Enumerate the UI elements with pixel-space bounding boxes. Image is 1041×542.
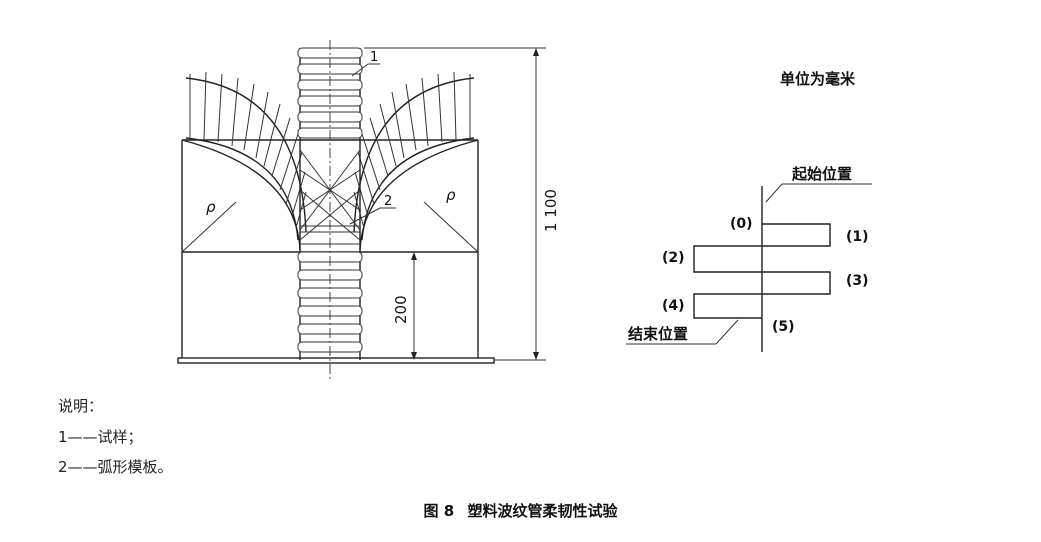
position-4: (4) [662, 298, 685, 314]
rho-left: ρ [206, 198, 216, 216]
label-item-1: 1 [370, 50, 378, 65]
position-1: (1) [846, 229, 869, 245]
units-note: 单位为毫米 [780, 70, 856, 88]
position-0: (0) [730, 216, 753, 232]
position-2: (2) [662, 250, 685, 266]
figure-title: 塑料波纹管柔韧性试验 [467, 502, 618, 520]
pipe-right-arm [353, 71, 475, 241]
pipe-left-arm [185, 71, 307, 241]
start-position-label: 起始位置 [791, 165, 852, 183]
base-plate [177, 357, 495, 364]
positions-diagram: 起始位置 结束位置 (0) (1) (2) (3) (4) (5) [626, 165, 872, 352]
vertical-specimen [297, 40, 363, 382]
figure-caption: 图 8 塑料波纹管柔韧性试验 [0, 500, 1041, 521]
legend-item-1: 1——试样； [58, 428, 143, 446]
legend-title: 说明： [58, 397, 104, 415]
position-5: (5) [772, 319, 795, 335]
figure-number: 图 8 [423, 502, 455, 520]
dim-lower-height: 200 [392, 295, 410, 324]
dim-total-height: 1 100 [542, 189, 560, 232]
position-3: (3) [846, 273, 869, 289]
apparatus: 1 2 ρ ρ 1 100 200 [177, 40, 560, 382]
end-position-label: 结束位置 [628, 325, 688, 343]
legend-item-2: 2——弧形模板。 [58, 458, 173, 476]
label-item-2: 2 [384, 194, 392, 209]
bend-path [693, 223, 831, 319]
rho-right: ρ [446, 186, 456, 204]
